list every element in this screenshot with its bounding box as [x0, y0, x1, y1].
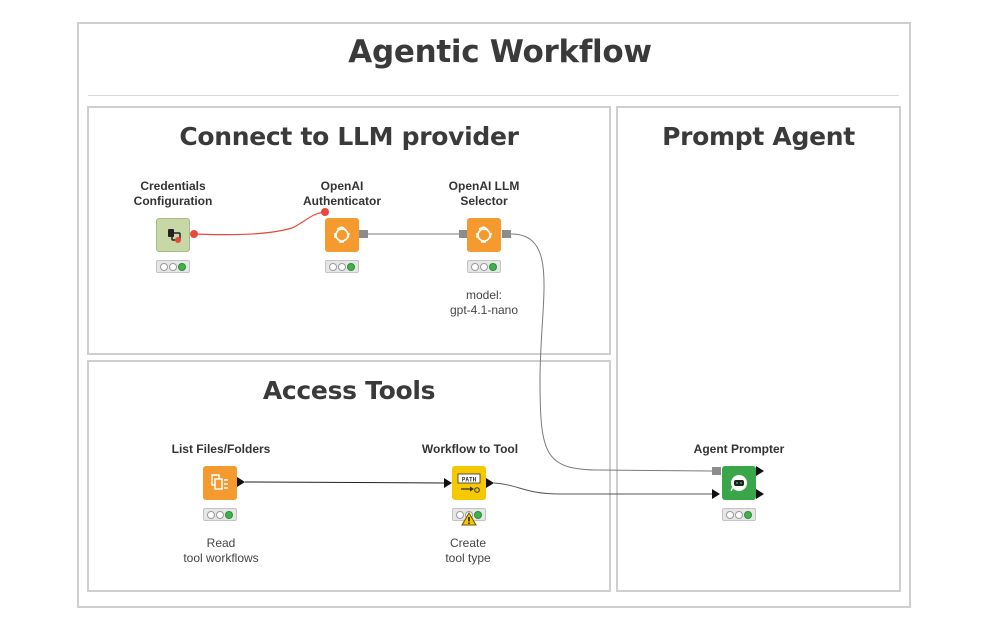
agent-out-port-1[interactable]	[756, 466, 764, 476]
status-ok-icon	[178, 263, 186, 271]
workflow-to-tool-node[interactable]: PATH	[452, 466, 486, 500]
file-list-icon	[211, 474, 228, 490]
selector-status	[467, 260, 501, 273]
openai-authenticator-node[interactable]	[325, 218, 359, 252]
status-ok-icon	[474, 511, 482, 519]
section-connect-llm-title: Connect to LLM provider	[179, 122, 519, 151]
agent-out-port-2[interactable]	[756, 489, 764, 499]
title-divider	[88, 95, 899, 96]
agent-icon	[730, 475, 747, 492]
workflow-to-tool-node-note: Create tool type	[445, 536, 491, 565]
openai-logo-icon	[334, 226, 350, 243]
list-files-node-label: List Files/Folders	[171, 442, 271, 456]
credentials-out-port[interactable]	[190, 230, 198, 238]
wire-workflowtool-to-agent[interactable]	[493, 482, 712, 495]
openai-logo-icon	[476, 226, 492, 243]
credentials-icon	[168, 229, 181, 243]
authenticator-status	[325, 260, 359, 273]
status-ok-icon	[744, 511, 752, 519]
workflow-to-tool-node-label: Workflow to Tool	[421, 442, 519, 456]
credentials-status	[156, 260, 190, 273]
workflowtool-in-port[interactable]	[444, 478, 452, 488]
agent-prompter-node-label: Agent Prompter	[693, 442, 785, 456]
list-files-folders-node[interactable]	[203, 466, 237, 500]
status-ok-icon	[347, 263, 355, 271]
authenticator-node-label: OpenAI Authenticator	[303, 179, 381, 208]
credentials-node-label: Credentials Configuration	[133, 179, 213, 208]
selector-node-note: model: gpt-4.1-nano	[449, 288, 519, 317]
agent-in-port-tools[interactable]	[712, 489, 720, 499]
agent-prompter-status	[722, 508, 756, 521]
list-files-status	[203, 508, 237, 521]
status-ok-icon	[489, 263, 497, 271]
wire-credentials-to-authenticator[interactable]	[193, 211, 326, 236]
listfiles-out-port[interactable]	[237, 477, 245, 487]
agent-prompter-node[interactable]	[722, 466, 756, 500]
list-files-node-note: Read tool workflows	[183, 536, 259, 565]
section-access-tools: Access Tools	[87, 360, 611, 592]
status-ok-icon	[225, 511, 233, 519]
section-prompt-agent: Prompt Agent	[616, 106, 901, 592]
workflow-title: Agentic Workflow	[348, 34, 652, 70]
path-convert-icon: PATH	[457, 473, 481, 493]
wire-selector-to-agent[interactable]	[510, 233, 713, 472]
section-access-tools-title: Access Tools	[262, 376, 436, 405]
workflowtool-out-port[interactable]	[486, 478, 494, 488]
agent-in-port-model[interactable]	[712, 467, 721, 475]
warning-icon[interactable]	[461, 512, 477, 526]
section-prompt-agent-title: Prompt Agent	[662, 122, 855, 151]
wire-listfiles-to-workflowtool[interactable]	[244, 481, 446, 484]
svg-text:PATH: PATH	[462, 477, 477, 484]
selector-node-label: OpenAI LLM Selector	[448, 179, 520, 208]
credentials-configuration-node[interactable]	[156, 218, 190, 252]
selector-out-port[interactable]	[502, 230, 511, 238]
authenticator-out-port[interactable]	[359, 230, 368, 238]
selector-in-port[interactable]	[459, 230, 468, 238]
openai-llm-selector-node[interactable]	[467, 218, 501, 252]
authenticator-in-port[interactable]	[321, 208, 329, 216]
